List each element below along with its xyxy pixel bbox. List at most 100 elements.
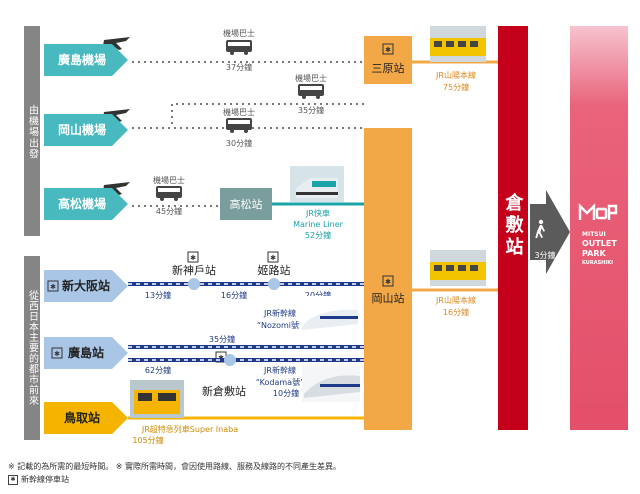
svg-text:✱: ✱	[190, 254, 196, 262]
kodama-name2: “Kodama號”	[256, 377, 304, 387]
station-mihara: 三原站	[372, 61, 405, 75]
bus-label: 機場巴士	[223, 107, 255, 117]
sanyo-train-photo-upper	[430, 26, 486, 62]
footnotes: ※ 記載的為所需的最短時間。 ※ 實際所需時間，會因使用路線、服務及線路的不同產…	[8, 460, 628, 486]
marine-liner-name: JR快車	[305, 208, 330, 218]
station-himeji: 姬路站	[258, 263, 291, 277]
city-side-bar	[24, 256, 40, 440]
airport-side-bar	[24, 26, 40, 236]
hiroshima-okayama-time: 35分鐘	[209, 334, 235, 344]
kodama-time: 10分鐘	[273, 388, 299, 398]
bus-icons	[156, 40, 324, 201]
origin-takamatsu-airport: 高松機場	[58, 196, 106, 211]
airplane-icon	[103, 109, 130, 122]
osaka-kobe-time: 13分鐘	[145, 290, 171, 300]
super-inaba-time: 105分鐘	[132, 435, 163, 445]
station-shin-kobe: 新神戶站	[172, 263, 216, 277]
airplane-icon	[103, 182, 130, 195]
bus-icon	[226, 118, 252, 133]
bus-icon	[298, 84, 324, 99]
shinkansen-mark-icon	[382, 275, 394, 287]
okayama-airport-arrow	[44, 114, 128, 146]
station-dots	[188, 278, 280, 366]
airplane-icon	[103, 37, 130, 50]
tottori-arrow	[44, 402, 128, 434]
svg-text:✱: ✱	[385, 278, 391, 286]
kurashiki-label-group: 倉敷站	[503, 192, 525, 259]
outlet-column	[570, 26, 628, 430]
mop-logo-icon	[578, 203, 618, 220]
shinkansen-marks	[47, 43, 394, 363]
walking-person-icon	[535, 219, 545, 239]
origin-shin-osaka: 新大阪站	[62, 278, 110, 293]
note-line-1: ※ 記載的為所需的最短時間。 ※ 實際所需時間，會因使用路線、服務及線路的不同產…	[8, 462, 342, 471]
kurashiki-column	[498, 26, 528, 430]
logo-line3: PARK	[582, 249, 606, 258]
origin-arrows	[44, 44, 128, 434]
super-inaba-name: JR超特急列車Super Inaba	[141, 424, 238, 434]
origin-hiroshima-station: 廣島站	[68, 345, 104, 360]
bus-icon	[226, 40, 252, 55]
sanyo-upper-name: JR山陽本線	[435, 70, 476, 80]
svg-text:✱: ✱	[50, 283, 56, 291]
shinkansen-mark-icon	[47, 280, 59, 292]
bus-label: 機場巴士	[153, 175, 185, 185]
shin-osaka-arrow	[44, 270, 128, 302]
bus-label: 機場巴士	[223, 28, 255, 38]
city-side-label: 從西日本主要的都市前來	[27, 289, 39, 406]
marine-liner-photo	[290, 166, 344, 202]
takamatsu-station-box	[220, 188, 272, 220]
airport-side-label: 由機場出發	[27, 103, 39, 159]
note-line-2: ✱新幹線停車站	[8, 473, 628, 486]
bus-time: 45分鐘	[156, 206, 182, 216]
marine-liner-name2: Marine Liner	[293, 220, 344, 229]
kodama-name: JR新幹線	[263, 365, 296, 375]
okayama-column	[364, 128, 412, 430]
hiroshima-station-arrow	[44, 337, 128, 369]
walk-arrow	[530, 190, 570, 274]
takamatsu-airport-arrow	[44, 188, 128, 220]
nozomi-photo	[300, 296, 360, 336]
station-takamatsu: 高松站	[230, 197, 263, 211]
marine-liner-time: 52分鐘	[305, 230, 331, 240]
svg-text:✱: ✱	[385, 46, 391, 54]
sanyo-lower-name: JR山陽本線	[435, 295, 476, 305]
origin-okayama-airport: 岡山機場	[58, 122, 106, 137]
himeji-okayama-time: 20分鐘	[305, 290, 331, 300]
sanyo-lower-time: 16分鐘	[443, 307, 469, 317]
shinkansen-mark-icon	[51, 347, 63, 359]
bus-time: 35分鐘	[298, 105, 324, 115]
svg-text:✱: ✱	[54, 350, 60, 358]
bus-label: 機場巴士	[295, 73, 327, 83]
origin-tottori: 鳥取站	[64, 410, 100, 425]
hiroshima-airport-arrow	[44, 44, 128, 76]
bus-icon	[156, 186, 182, 201]
shinkansen-mark-icon	[267, 251, 279, 263]
nozomi-name2: “Nozomi號”	[257, 320, 303, 330]
logo-line1: MITSUI	[582, 231, 606, 238]
bus-time: 30分鐘	[226, 138, 252, 148]
shinkansen-mark-icon	[187, 251, 199, 263]
sanyo-upper-time: 75分鐘	[443, 82, 469, 92]
station-kurashiki: 倉敷站	[503, 192, 525, 259]
shinkansen-mark-icon	[382, 43, 394, 55]
shinkansen-mark-icon: ✱	[8, 474, 18, 485]
kobe-himeji-time: 16分鐘	[221, 290, 247, 300]
sanyo-train-photo-lower	[430, 250, 486, 286]
logo-line2: OUTLET	[582, 239, 617, 248]
origin-hiroshima-airport: 廣島機場	[58, 52, 106, 67]
walk-time: 3分鐘	[534, 250, 555, 260]
logo-line4: KURASHIKI	[582, 260, 613, 266]
kodama-photo	[302, 366, 360, 402]
station-okayama: 岡山站	[372, 291, 405, 305]
airplane-icons	[103, 37, 130, 195]
svg-text:✱: ✱	[270, 254, 276, 262]
station-shin-kurashiki: 新倉敷站	[202, 384, 246, 398]
train-photos	[130, 26, 486, 418]
bus-time: 37分鐘	[226, 62, 252, 72]
nozomi-name: JR新幹線	[263, 308, 296, 318]
note-line-2-text: 新幹線停車站	[21, 475, 69, 484]
super-inaba-photo	[130, 380, 184, 418]
mihara-box	[364, 36, 412, 84]
